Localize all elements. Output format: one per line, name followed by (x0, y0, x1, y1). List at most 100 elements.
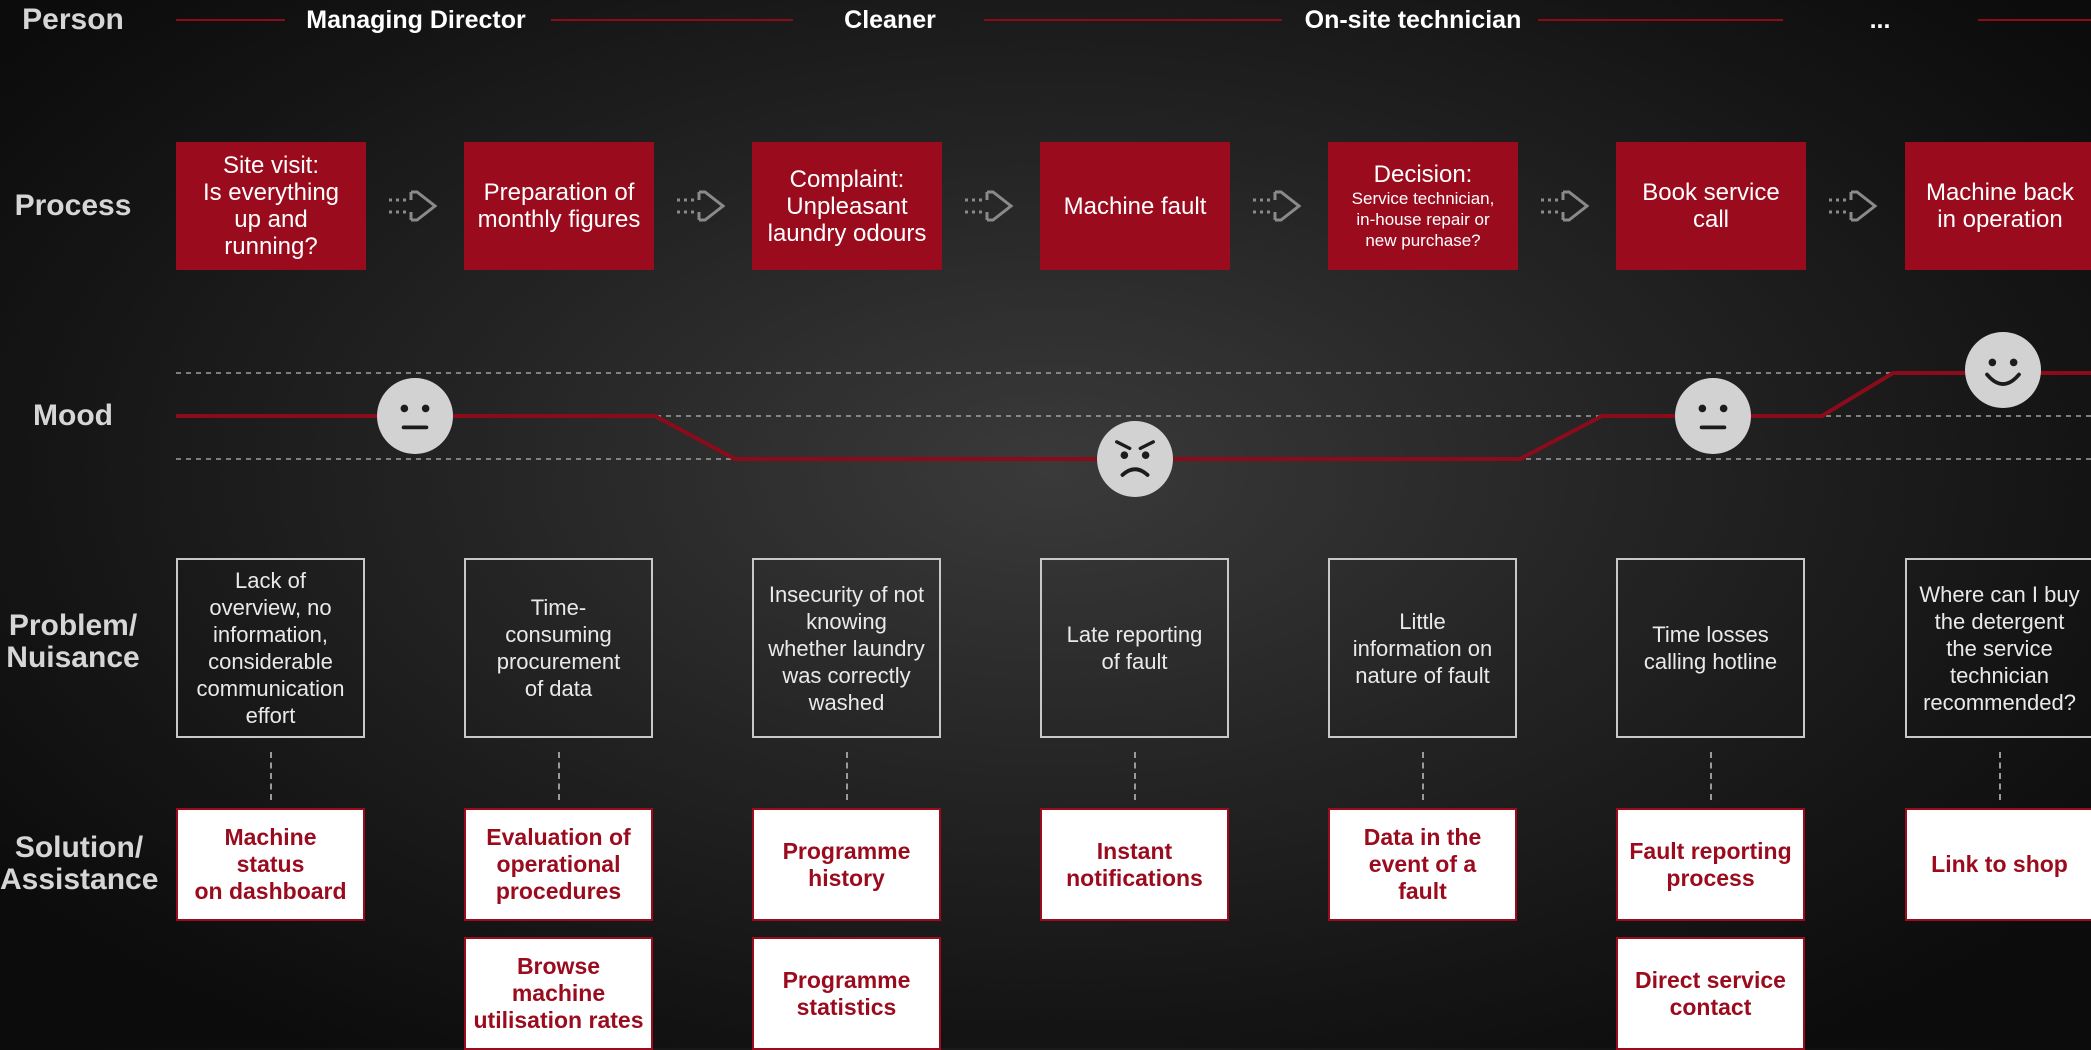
dashed-connector (845, 752, 848, 800)
smiling-face-icon (1965, 332, 2041, 408)
solution-text-line: Fault reporting (1629, 837, 1792, 864)
dotted-arrow-icon (1540, 190, 1589, 222)
dotted-arrow-icon (964, 190, 1013, 222)
dashed-connector (1133, 752, 1136, 800)
problem-text-line: Late reporting (1066, 622, 1203, 647)
dotted-arrow-icon (388, 190, 437, 222)
dashed-connector (1421, 752, 1424, 800)
process-step-text-line: laundry odours (767, 219, 927, 247)
process-step-text-line: in operation (1937, 206, 2063, 233)
solution-text: Link to shop (1931, 851, 2068, 878)
solution-text-line: Direct service (1635, 966, 1786, 993)
process-step-detail-line: Service technician, (1351, 189, 1495, 208)
problem-text-line: whether laundry (768, 635, 925, 661)
process-step-text-line: Decision: (1373, 161, 1473, 188)
solution-text-line: on dashboard (194, 878, 347, 904)
problem-text-line: Little (1399, 608, 1446, 634)
problem-text-line: considerable (208, 649, 333, 674)
solution-text-line: machine (511, 980, 606, 1006)
dashed-connector (557, 752, 560, 800)
problem-text-line: the service (1946, 635, 2053, 661)
problem-text-line: of data (524, 676, 593, 701)
process-step-text-line: Site visit: (222, 152, 319, 179)
solution-text-line: status (236, 851, 305, 877)
problem-text-line: consuming (505, 622, 612, 647)
solution-text-line: Machine (224, 824, 317, 850)
problem-text-line: recommended? (1923, 689, 2076, 715)
mood-line (176, 371, 2091, 461)
process-step-text: Machine fault (1064, 193, 1207, 220)
solution-text-line: statistics (796, 993, 897, 1020)
row-label-mood: Mood (33, 399, 113, 432)
solution-text-line: Programme (782, 966, 911, 993)
process-step-text-line: call (1692, 206, 1729, 233)
row-label-process: Process (14, 189, 132, 222)
row-label-solution-line-2: Assistance (0, 863, 159, 896)
dashed-connector (1998, 752, 2001, 800)
process-step-text-line: Book service (1642, 179, 1780, 206)
solution-text-line: history (808, 864, 885, 891)
process-step-text-line: running? (224, 233, 318, 260)
person-more: ... (1869, 6, 1891, 34)
problem-text-line: information, (213, 622, 328, 647)
solution-text-line: Data in the (1363, 824, 1482, 850)
problem-text-line: Where can I buy (1919, 581, 2080, 607)
process-step-text-line: Unpleasant (786, 192, 908, 220)
problem-text-line: was correctly (782, 662, 911, 688)
solution-box: Link to shop (1905, 808, 2091, 921)
solution-text-line: Instant (1096, 837, 1173, 864)
row-label-solution-line-1: Solution/ (14, 831, 144, 864)
process-step-detail-line: new purchase? (1365, 231, 1481, 250)
solution-text-line: contact (1669, 993, 1752, 1020)
person-divider (176, 19, 285, 21)
solution-text-line: notifications (1066, 864, 1203, 891)
solution-text-line: procedures (495, 878, 622, 904)
process-step-text: Decision:Service technician,in-house rep… (1352, 161, 1495, 251)
dotted-arrow-icon (676, 190, 725, 222)
neutral-face-icon (1675, 378, 1751, 454)
problem-text-line: communication (196, 676, 345, 701)
dotted-arrow-icon (1829, 190, 1878, 222)
process-step-text-line: Complaint: (789, 165, 905, 193)
person-divider (551, 19, 793, 21)
person-managing-director: Managing Director (306, 6, 526, 34)
solution-text-line: event of a (1368, 851, 1477, 877)
person-divider (984, 19, 1282, 21)
person-divider (1978, 19, 2091, 21)
solution-text-line: operational (496, 851, 621, 877)
process-step: Machine fault (1040, 142, 1230, 270)
solution-text-line: Link to shop (1931, 851, 2068, 877)
process-step-text-line: Machine back (1925, 179, 2075, 206)
process-step: Decision:Service technician,in-house rep… (1328, 142, 1518, 270)
problem-text-line: the detergent (1934, 608, 2065, 634)
solution-text-line: Evaluation of (486, 824, 631, 850)
dashed-connector (269, 752, 272, 800)
